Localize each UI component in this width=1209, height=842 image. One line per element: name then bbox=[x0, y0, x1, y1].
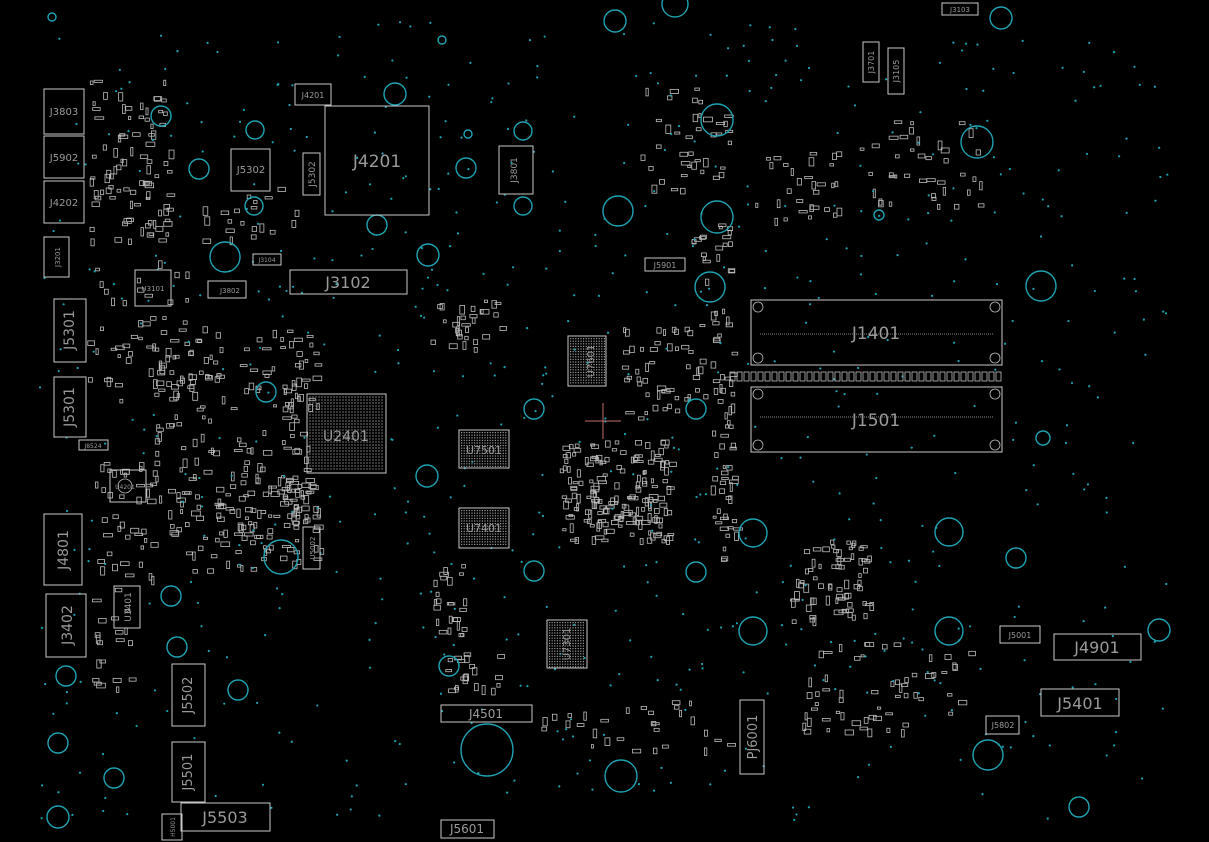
label-j5503: J5503 bbox=[201, 808, 247, 827]
label-j4201: J4201 bbox=[352, 152, 401, 172]
connector-j3802[interactable]: J5902 bbox=[43, 135, 85, 179]
connector-j5502[interactable]: J5502 bbox=[171, 663, 206, 727]
label-j3802: J5902 bbox=[49, 153, 78, 164]
label-j4301: J3105 bbox=[892, 60, 901, 84]
connector-j1501[interactable]: J1501 bbox=[750, 386, 1003, 453]
label-u5002: U5002 bbox=[309, 537, 317, 560]
label-u4201: U4201 bbox=[115, 484, 135, 491]
connector-pj6001[interactable]: PJ6001 bbox=[739, 699, 765, 775]
label-j3701: J3802 bbox=[219, 287, 240, 295]
connector-j4501[interactable]: J4501 bbox=[440, 704, 533, 723]
connector-j5601[interactable]: J5601 bbox=[440, 819, 495, 839]
connector-j1401[interactable]: J1401 bbox=[750, 299, 1003, 366]
label-j4202: J5302 bbox=[308, 161, 318, 188]
label-j5401: J5401 bbox=[1056, 694, 1102, 713]
label-j5501: J5501 bbox=[181, 754, 196, 792]
chip-u5002[interactable]: U5002 bbox=[302, 526, 321, 570]
label-j3102: J3102 bbox=[324, 273, 370, 292]
label-j5302: J5301 bbox=[62, 387, 78, 428]
label-j4201-small: J4201 bbox=[301, 91, 325, 100]
label-j3104: J3104 bbox=[257, 257, 275, 264]
part-j5001[interactable]: J5001 bbox=[999, 625, 1041, 644]
chip-u3401[interactable]: U3401 bbox=[113, 585, 141, 629]
connector-j3801[interactable]: J3803 bbox=[43, 88, 85, 135]
label-j4901: J4901 bbox=[1073, 638, 1119, 657]
label-pj6001: PJ6001 bbox=[746, 715, 761, 760]
label-j5901: J3801 bbox=[510, 157, 520, 184]
label-j5001: J5001 bbox=[1008, 631, 1032, 640]
connector-j4201[interactable]: J4201 bbox=[324, 105, 430, 216]
label-u2401: U2401 bbox=[323, 429, 369, 445]
chip-u7601[interactable]: U7601 bbox=[567, 335, 607, 387]
label-j3801: J3803 bbox=[49, 107, 78, 118]
part-j3103[interactable]: J3701 bbox=[862, 41, 880, 83]
part-j3701[interactable]: J3802 bbox=[207, 280, 247, 299]
part-j8524[interactable]: J8524 bbox=[78, 439, 109, 451]
label-j5601: J5601 bbox=[449, 822, 484, 836]
connector-j4901[interactable]: J4901 bbox=[1053, 633, 1142, 661]
label-j1501: J1501 bbox=[851, 411, 900, 431]
passives-row-j14-j15 bbox=[729, 371, 1002, 382]
chip-u7301[interactable]: U7301 bbox=[546, 619, 588, 669]
label-j5301: J5301 bbox=[62, 310, 78, 351]
label-j3803: J4202 bbox=[49, 198, 78, 209]
label-j4801: J4801 bbox=[56, 530, 72, 571]
part-j3105[interactable]: J5901 bbox=[644, 257, 686, 272]
label-u3401: U3401 bbox=[124, 592, 134, 622]
part-j4301[interactable]: J3105 bbox=[887, 47, 905, 95]
chip-u7501[interactable]: U7501 bbox=[458, 429, 510, 469]
label-j3907: J3103 bbox=[949, 6, 970, 14]
connector-j5503[interactable]: J5503 bbox=[180, 802, 271, 832]
connector-j5401[interactable]: J5401 bbox=[1040, 688, 1120, 717]
label-j5502: J5502 bbox=[181, 677, 196, 715]
label-u7501: U7501 bbox=[466, 444, 502, 457]
label-j1401: J1401 bbox=[851, 324, 900, 344]
part-j3104[interactable]: J3104 bbox=[252, 253, 282, 266]
label-j3201: J3201 bbox=[54, 247, 62, 268]
label-u7301: U7301 bbox=[562, 628, 573, 661]
part-j4201-small[interactable]: J4201 bbox=[294, 83, 332, 106]
label-j3103: J3701 bbox=[867, 51, 876, 75]
vias-layer bbox=[38, 0, 1171, 829]
label-j3105: J5901 bbox=[653, 261, 677, 270]
chip-u2401[interactable]: U2401 bbox=[306, 393, 387, 474]
chip-u4201[interactable]: U4201 bbox=[109, 469, 147, 503]
part-j5802[interactable]: J5802 bbox=[985, 715, 1020, 735]
connector-j5501[interactable]: J5501 bbox=[171, 741, 206, 803]
label-j8524: J8524 bbox=[83, 443, 101, 450]
label-j5902: J5302 bbox=[236, 165, 265, 176]
connector-j4202[interactable]: J5302 bbox=[302, 152, 321, 196]
chip-u7401[interactable]: U7401 bbox=[458, 507, 510, 549]
connector-j3402[interactable]: J3402 bbox=[45, 593, 87, 658]
connector-j5301[interactable]: J5301 bbox=[53, 298, 87, 363]
label-u7601: U7601 bbox=[586, 345, 597, 378]
label-j4501: J4501 bbox=[468, 707, 503, 721]
chip-u3101[interactable]: U3101 bbox=[134, 269, 172, 307]
label-h5001: H5001 bbox=[170, 817, 177, 837]
part-j3907[interactable]: J3103 bbox=[941, 2, 979, 16]
part-j3201[interactable]: J3201 bbox=[43, 236, 70, 278]
part-h5001[interactable]: H5001 bbox=[161, 813, 183, 841]
connector-j4801[interactable]: J4801 bbox=[43, 513, 83, 586]
label-u7401: U7401 bbox=[466, 522, 502, 535]
label-j3402: J3402 bbox=[60, 605, 76, 646]
cursor-crosshair bbox=[585, 403, 621, 439]
connector-j3102[interactable]: J3102 bbox=[289, 269, 408, 295]
connector-j3803[interactable]: J4202 bbox=[43, 180, 85, 224]
connector-j5302[interactable]: J5301 bbox=[53, 376, 87, 438]
label-j5802: J5802 bbox=[991, 721, 1015, 730]
part-j5901[interactable]: J3801 bbox=[498, 145, 534, 195]
label-u3101: U3101 bbox=[142, 285, 165, 293]
part-j5902[interactable]: J5302 bbox=[230, 148, 271, 192]
